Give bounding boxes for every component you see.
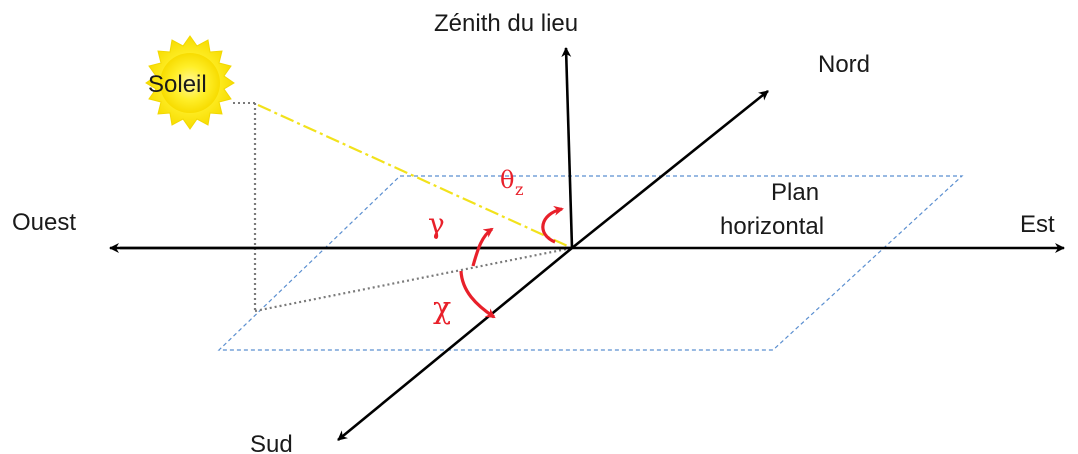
chi-label: χ xyxy=(433,291,451,326)
south-axis xyxy=(337,246,573,442)
sun-icon xyxy=(145,35,235,130)
theta-subscript: z xyxy=(515,180,523,199)
gamma-arc xyxy=(471,227,494,267)
theta-label: θ xyxy=(500,166,514,194)
azimuth-projection-line xyxy=(254,246,573,313)
plane-label-line1: Plan xyxy=(771,179,819,206)
zenith-label: Zénith du lieu xyxy=(434,10,578,37)
west-label: Ouest xyxy=(12,209,76,236)
north-label: Nord xyxy=(818,51,870,78)
zenith-axis xyxy=(561,47,574,249)
gamma-label: γ xyxy=(428,207,445,240)
chi-arc xyxy=(459,270,496,319)
theta-z-arc xyxy=(541,205,564,244)
horizontal-plane xyxy=(217,175,964,351)
plane-label-line2: horizontal xyxy=(720,213,824,240)
east-label: Est xyxy=(1020,211,1055,238)
south-label: Sud xyxy=(250,431,293,454)
sun-ray-line xyxy=(257,103,573,250)
sun-label: Soleil xyxy=(148,71,207,98)
north-axis xyxy=(571,89,769,250)
